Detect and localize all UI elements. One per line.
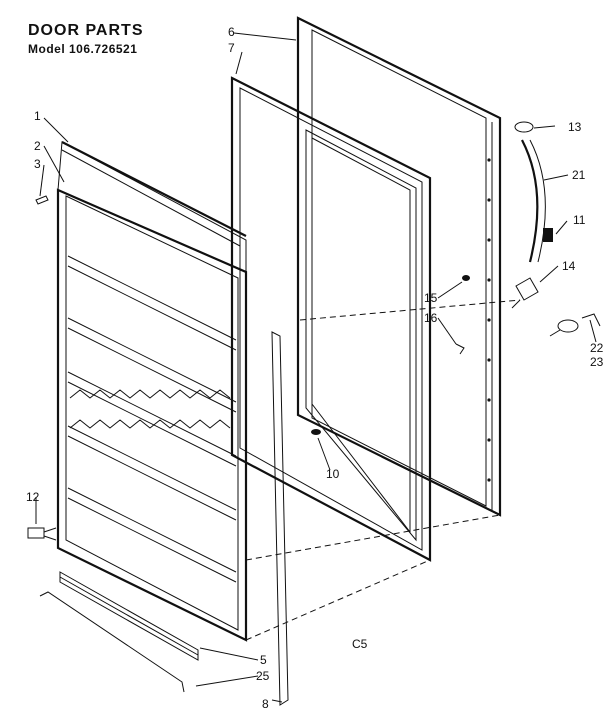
screw-icon: [35, 195, 49, 205]
leader-lines: [35, 32, 597, 703]
door-liner-frame: [230, 76, 432, 562]
callout-25: 25: [256, 669, 270, 683]
callout-10: 10: [326, 467, 340, 481]
washer-icon: [462, 275, 470, 281]
handle-cap-icon: [514, 121, 534, 133]
callout-13: 13: [568, 120, 582, 134]
callout-3: 3: [34, 157, 41, 171]
callout-8: 8: [262, 697, 269, 711]
callout-12: 12: [26, 490, 40, 504]
outer-door-panel: [296, 16, 502, 517]
inner-door-liner: [56, 141, 248, 642]
page-title: DOOR PARTS: [28, 22, 144, 39]
handle-insert-icon: [543, 228, 553, 242]
callout-1: 1: [34, 109, 41, 123]
upper-hinge-icon: [511, 277, 539, 309]
lower-hinge-icon: [27, 527, 57, 541]
callout-5: 5: [260, 653, 267, 667]
vertical-strip: [271, 331, 289, 706]
top-breaker-strip: [61, 141, 247, 237]
model-number: Model 106.726521: [28, 42, 138, 56]
callout-15: 15: [424, 291, 438, 305]
clip-icon: [455, 343, 465, 355]
bottom-rod: [39, 591, 185, 693]
callout-11: 11: [573, 213, 586, 227]
callout-23: 23: [590, 355, 604, 369]
hinge-pin-icon: [549, 313, 601, 337]
bottom-strip: [59, 571, 199, 661]
callout-22: 22: [590, 341, 604, 355]
callout-16: 16: [424, 311, 438, 325]
callout-6: 6: [228, 25, 235, 39]
diagram-code: C5: [352, 637, 368, 651]
door-handle: [521, 139, 546, 263]
callout-21: 21: [572, 168, 586, 182]
callout-14: 14: [562, 259, 576, 273]
callout-2: 2: [34, 139, 41, 153]
callout-7: 7: [228, 41, 235, 55]
plug-icon: [311, 429, 321, 435]
